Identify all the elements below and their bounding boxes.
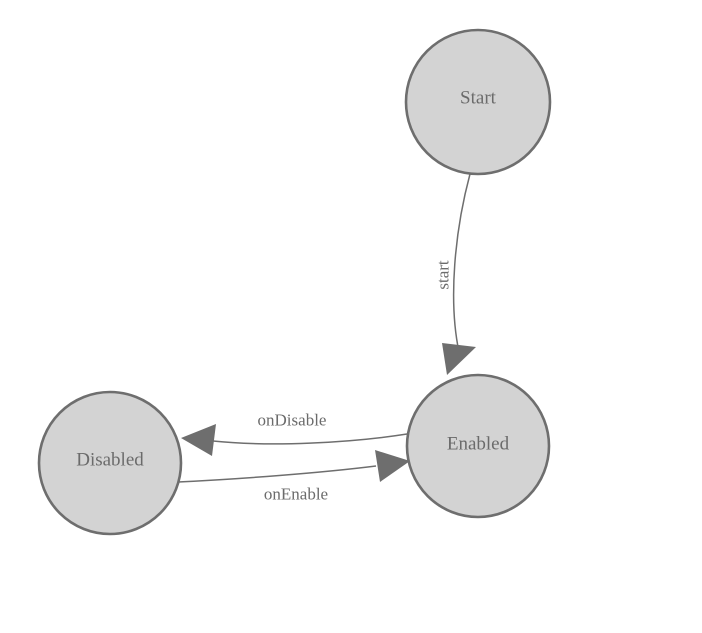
edge-path-enabled-to-disabled xyxy=(212,433,408,445)
state-node-start[interactable]: Start xyxy=(404,28,552,176)
state-circle-enabled xyxy=(405,373,551,519)
state-label-disabled: Disabled xyxy=(76,450,144,471)
edge-label-ondisable: onDisable xyxy=(258,411,327,430)
state-node-disabled[interactable]: Disabled xyxy=(37,390,183,536)
edge-start-to-enabled[interactable]: start xyxy=(434,173,477,375)
state-label-enabled: Enabled xyxy=(447,434,510,455)
edge-path-start-to-enabled xyxy=(452,173,471,353)
edge-disabled-to-enabled[interactable]: onEnable xyxy=(177,450,410,504)
state-label-start: Start xyxy=(460,88,497,109)
edge-label-start: start xyxy=(434,260,453,290)
edge-label-onenable: onEnable xyxy=(264,485,328,504)
edge-enabled-to-disabled[interactable]: onDisable xyxy=(181,411,408,457)
arrowhead-enabled-to-disabled xyxy=(181,424,216,456)
arrowhead-start-to-enabled xyxy=(442,343,476,375)
state-node-enabled[interactable]: Enabled xyxy=(405,373,551,519)
state-circle-start xyxy=(404,28,552,176)
state-circle-disabled xyxy=(37,390,183,536)
edge-path-disabled-to-enabled xyxy=(177,465,377,483)
arrowhead-disabled-to-enabled xyxy=(375,450,410,482)
